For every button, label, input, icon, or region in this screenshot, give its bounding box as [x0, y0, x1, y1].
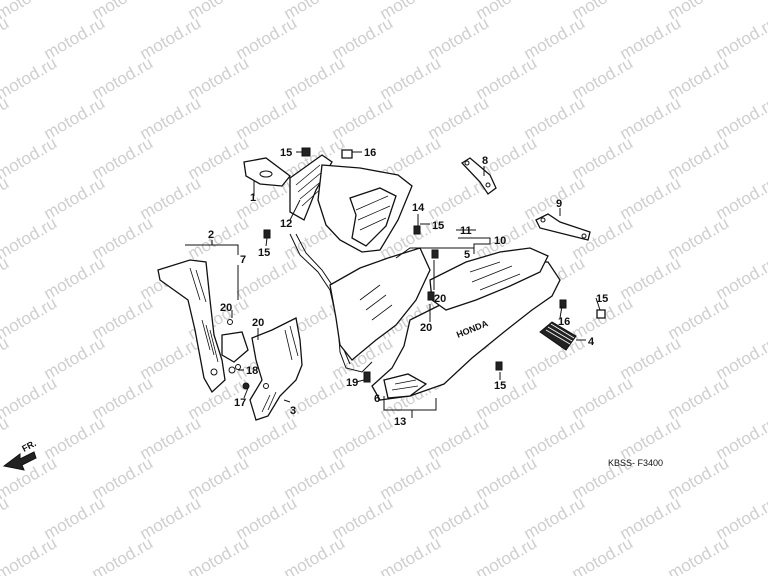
- watermark-text: motod.ru: [665, 533, 733, 576]
- callout-10: 10: [494, 235, 506, 247]
- callout-15-e: 15: [494, 380, 506, 392]
- callout-20-c: 20: [434, 293, 446, 305]
- rubber-pad-4: [539, 321, 577, 351]
- watermark-text: motod.ru: [0, 93, 12, 143]
- watermark-text: motod.ru: [377, 533, 445, 576]
- callout-20-b: 20: [252, 317, 264, 329]
- watermark-text: motod.ru: [281, 533, 349, 576]
- callout-15-d: 15: [596, 293, 608, 305]
- bracket-9: [535, 213, 591, 241]
- callout-17: 17: [234, 397, 246, 409]
- callout-1: 1: [250, 192, 256, 204]
- fasteners: [228, 147, 606, 390]
- callout-8: 8: [482, 155, 488, 167]
- callout-15-a: 15: [280, 147, 292, 159]
- watermark-text: motod.ru: [473, 533, 541, 576]
- callout-16-b: 16: [558, 316, 570, 328]
- left-side-cowl: [157, 259, 249, 394]
- callout-2: 2: [208, 229, 214, 241]
- watermark-text: motod.ru: [569, 533, 637, 576]
- watermark-text: motod.ru: [0, 133, 60, 183]
- watermark-text: motod.ru: [0, 493, 12, 543]
- watermark-text: motod.ru: [0, 0, 60, 23]
- watermark-text: motod.ru: [0, 293, 60, 343]
- callout-6: 6: [374, 393, 380, 405]
- watermark-text: motod.ru: [0, 333, 12, 383]
- callout-5: 5: [464, 249, 470, 261]
- watermark-text: motod.ru: [0, 13, 12, 63]
- callout-9: 9: [556, 198, 562, 210]
- callout-15-b: 15: [258, 247, 270, 259]
- callout-numbers: 1 2 3 4 5 6 7 8 9 10 11 12 13 14 15 15 1…: [208, 147, 608, 428]
- callout-20-a: 20: [220, 302, 232, 314]
- front-arrow-label: FR.: [20, 438, 37, 454]
- callout-11: 11: [460, 225, 472, 237]
- callout-16-a: 16: [364, 147, 376, 159]
- watermark-text: motod.ru: [185, 533, 253, 576]
- watermark-text: motod.ru: [89, 533, 157, 576]
- center-cowl-assembly: [243, 154, 431, 373]
- callout-18: 18: [246, 365, 258, 377]
- callout-20-d: 20: [420, 322, 432, 334]
- diagram-code: KBSS- F3400: [608, 458, 663, 468]
- callout-7: 7: [240, 254, 246, 266]
- lower-left-panel: [249, 317, 303, 421]
- watermark-text: motod.ru: [0, 213, 60, 263]
- watermark-text: motod.ru: [0, 253, 12, 303]
- bracket-8: [460, 157, 497, 195]
- callout-13: 13: [394, 416, 406, 428]
- callout-14: 14: [412, 202, 425, 214]
- watermark-text: motod.ru: [0, 533, 60, 576]
- watermark-text: motod.ru: [0, 173, 12, 223]
- watermark-text: motod.ru: [0, 373, 60, 423]
- callout-15-c: 15: [432, 220, 444, 232]
- under-cowl: HONDA: [371, 247, 561, 401]
- watermark-text: motod.ru: [0, 413, 12, 463]
- watermark-text: motod.ru: [0, 53, 60, 103]
- leader-lines: [185, 151, 601, 418]
- callout-4: 4: [588, 336, 595, 348]
- callout-19: 19: [346, 377, 358, 389]
- callout-12: 12: [280, 218, 292, 230]
- callout-3: 3: [290, 405, 296, 417]
